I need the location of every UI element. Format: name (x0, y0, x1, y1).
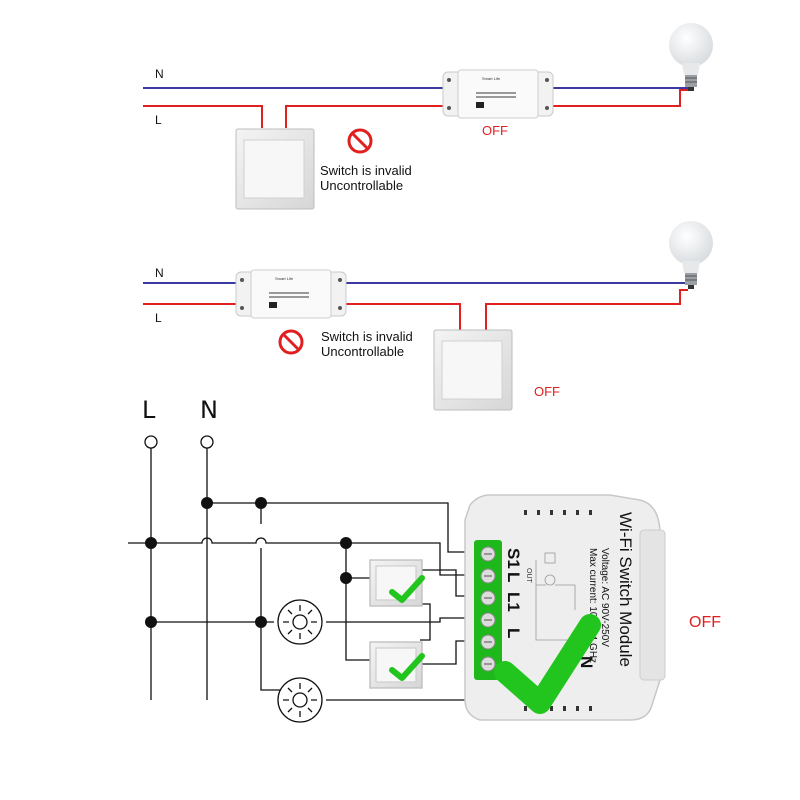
switch-2-live-wire (345, 578, 370, 661)
check-icon (494, 614, 601, 714)
terminal-l-label: L (504, 628, 523, 638)
terminal-s1-label: S1 (504, 548, 523, 569)
live-terminal-circle (144, 435, 158, 449)
prohibit-icon (347, 128, 373, 154)
neutral-label: N (155, 266, 164, 280)
terminal-out-label: OUT (525, 568, 532, 584)
warning-line-2: Uncontrollable (320, 178, 403, 193)
lamp-1-icon (277, 599, 323, 645)
switch-2-out-wire (420, 640, 470, 665)
terminal-l1-label: L1 (504, 592, 523, 612)
wifi-switch-module: Wi-Fi Switch Module Voltage: AC 90V-250V… (464, 494, 666, 721)
smart-relay: Smart Life (235, 269, 347, 319)
neutral-feed-wire (207, 502, 470, 553)
relay-brand: Smart Life (482, 76, 501, 81)
live-wire (143, 105, 263, 128)
prohibit-icon (278, 329, 304, 355)
wall-switch (433, 329, 513, 411)
live-feed-wire (128, 537, 470, 576)
schematic-neutral-label: N (200, 396, 218, 424)
light-bulb-icon (669, 221, 713, 289)
check-icon (389, 575, 425, 603)
live-wire (550, 89, 688, 107)
warning-line-1: Switch is invalid (320, 163, 412, 178)
warning-line-2: Uncontrollable (321, 344, 404, 359)
warning-line-1: Switch is invalid (321, 329, 413, 344)
live-label: L (155, 311, 162, 325)
live-wire (346, 303, 461, 330)
wall-switch (235, 128, 315, 210)
schematic-live-label: L (142, 396, 156, 424)
check-icon (389, 653, 425, 681)
panel-1: N L Smart Life Switch is invalid Uncontr… (143, 23, 713, 210)
terminal-l-label: L (504, 572, 523, 582)
relay-brand: Smart Life (275, 276, 294, 281)
live-label: L (155, 113, 162, 127)
schematic: L N (128, 396, 470, 723)
smart-relay: Smart Life (442, 69, 554, 119)
switch-1-out-wire (420, 569, 470, 597)
module-voltage: Voltage: AC 90V-250V (599, 548, 610, 647)
terminal-n-label: N (577, 656, 596, 668)
lamp-2-icon (277, 677, 323, 723)
switch-bridge-wire (420, 603, 431, 641)
module-title: Wi-Fi Switch Module (616, 512, 635, 667)
schematic-status-off: OFF (689, 614, 721, 631)
status-off: OFF (534, 384, 560, 399)
light-bulb-icon (669, 23, 713, 91)
module-current: Max current: 10A 2.4 GHz (587, 548, 598, 663)
neutral-label: N (155, 67, 164, 81)
neutral-terminal-circle (200, 435, 214, 449)
lamp-1-out-wire (326, 617, 470, 623)
junction-dots (145, 497, 352, 628)
status-off: OFF (482, 123, 508, 138)
switch-1-live-wire (345, 543, 370, 579)
live-wire (285, 105, 445, 128)
panel-2: N L Smart Life Switch is invalid Uncontr… (143, 221, 713, 411)
live-wire (485, 289, 688, 330)
